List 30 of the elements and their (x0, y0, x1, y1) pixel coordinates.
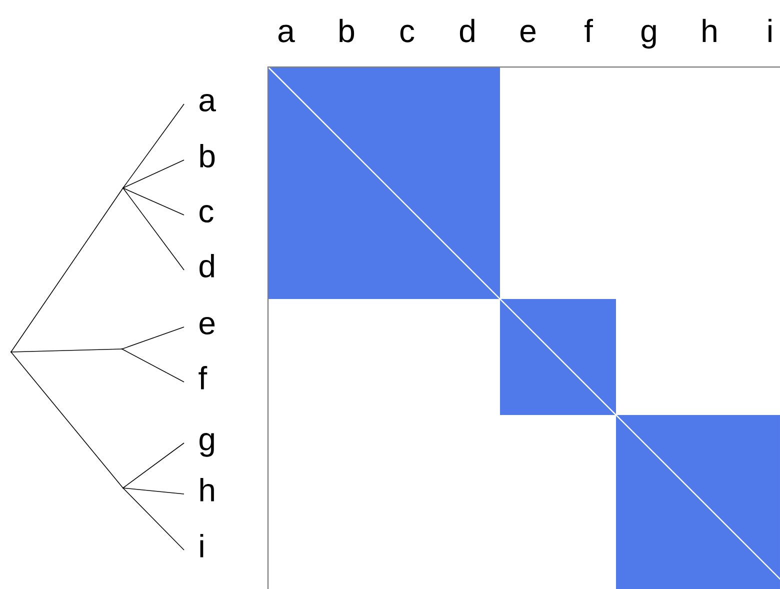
branch-line (122, 442, 184, 488)
column-label: f (584, 18, 593, 42)
column-label: c (400, 24, 414, 42)
column-label: i (768, 18, 772, 42)
leaf-label: d (200, 254, 214, 278)
leaf-label: e (200, 316, 215, 334)
branch-line (122, 348, 184, 382)
leaf-label: i (200, 534, 204, 558)
leaf-label: g (200, 433, 214, 457)
leaf-label: b (200, 144, 215, 168)
column-label: b (340, 18, 354, 42)
branch-line (10, 348, 122, 352)
leaf-label: f (198, 366, 208, 390)
branch-line (10, 188, 124, 352)
column-label: g (641, 24, 656, 49)
branch-line (122, 188, 184, 270)
leaf-label: a (200, 94, 216, 112)
branch-line (122, 488, 184, 494)
branch-line (122, 326, 184, 350)
column-label: h (702, 18, 716, 42)
column-label: a (278, 24, 295, 42)
branch-line (122, 104, 184, 188)
branch-line (122, 188, 184, 216)
column-label: e (520, 24, 536, 42)
branch-line (10, 352, 124, 488)
leaf-label: c (200, 204, 214, 222)
leaf-label: h (200, 478, 214, 502)
column-label: d (460, 18, 474, 42)
branch-line (122, 488, 184, 550)
branch-line (122, 160, 184, 188)
